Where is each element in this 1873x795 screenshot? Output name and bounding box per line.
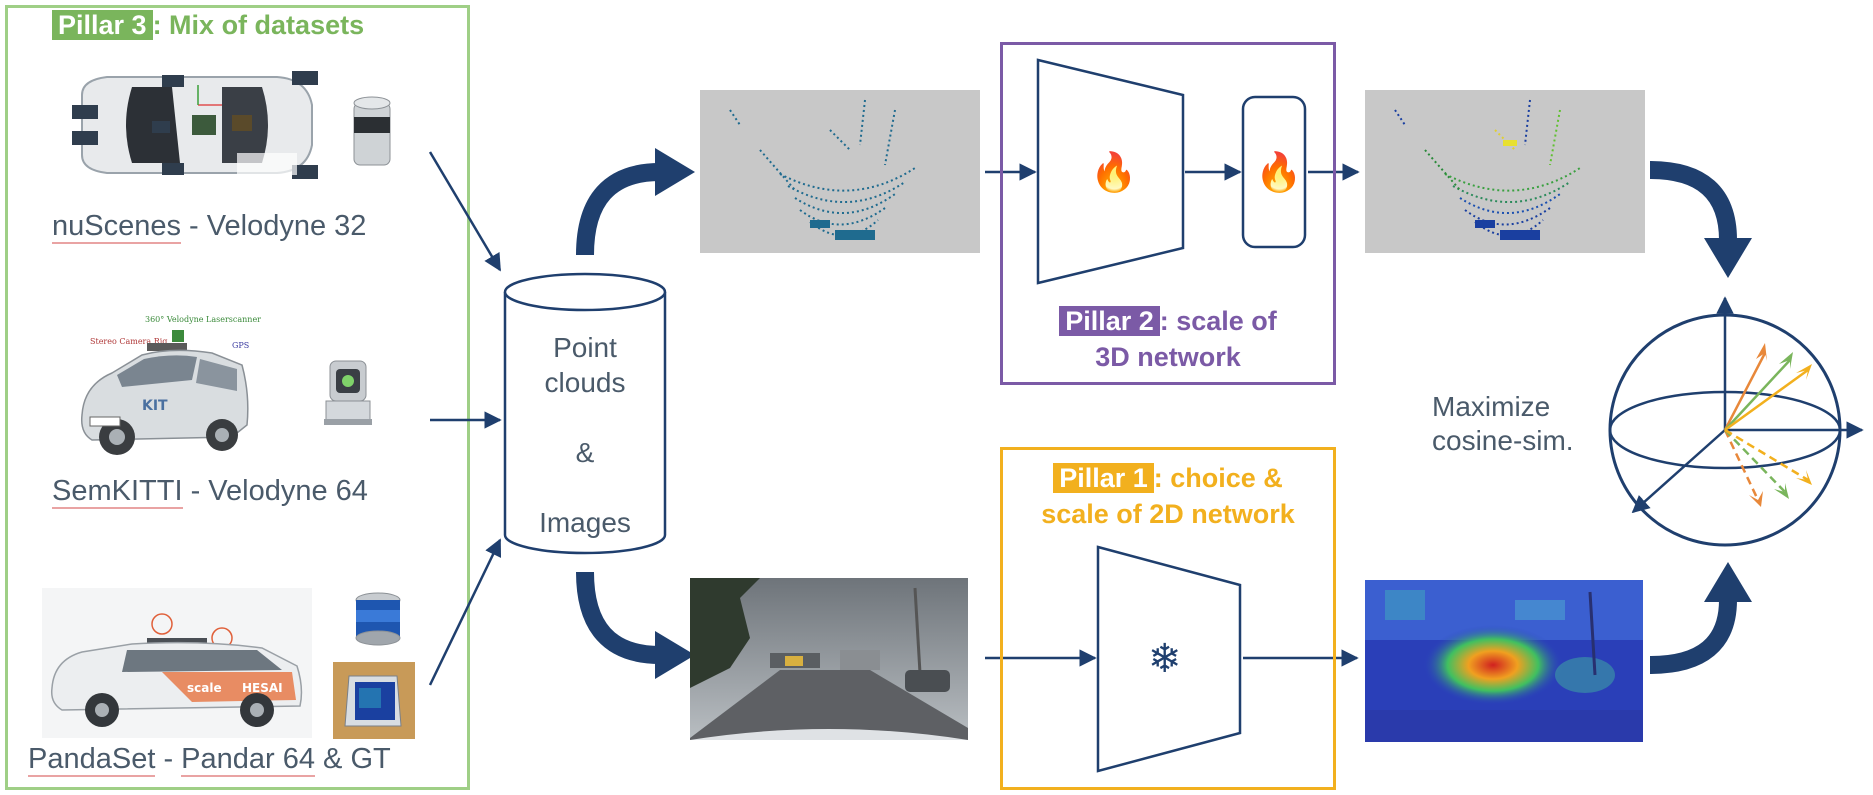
curve-arrow-to-pointcloud — [576, 163, 661, 256]
objective-label: Maximize cosine-sim. — [1432, 390, 1574, 458]
pandaset-name: PandaSet — [28, 743, 156, 777]
pillar3-tag: Pillar 3 — [52, 10, 153, 40]
svg-text:scale: scale — [187, 681, 222, 695]
curve-arrow-3d-to-sphere — [1649, 161, 1737, 241]
pillar2-tag: Pillar 2 — [1059, 306, 1160, 336]
database-cylinder — [503, 272, 667, 555]
pillar1-box — [1000, 447, 1336, 790]
semkitti-stereo-label: Stereo Camera Rig — [90, 337, 168, 346]
3d-projection-head — [1241, 95, 1307, 249]
image-features-heatmap — [1365, 580, 1643, 742]
pillar2-title: Pillar 2: scale of 3D network — [1000, 303, 1336, 375]
pillar1-text1: : choice & — [1153, 463, 1283, 493]
semkitti-gps-label: GPS — [232, 341, 250, 350]
input-point-cloud-image — [700, 90, 980, 253]
semkitti-label: SemKITTI - Velodyne 64 — [52, 475, 368, 509]
3d-encoder-flame-icon: 🔥 — [1090, 150, 1138, 194]
nuscenes-car-image — [72, 71, 318, 179]
cosine-sphere — [1608, 296, 1864, 547]
svg-text:KIT: KIT — [142, 398, 168, 414]
curve-arrow-2d-to-sphere — [1649, 599, 1737, 674]
pandar64-sensor-image — [355, 592, 401, 646]
database-line-images: Images — [539, 507, 631, 538]
pillar1-text2: scale of 2D network — [1041, 499, 1295, 529]
pandaset-sensor: Pandar 64 — [181, 743, 315, 777]
database-label: Point clouds & Images — [505, 330, 665, 540]
pillar2-text2: 3D network — [1095, 342, 1241, 372]
database-line-clouds: clouds — [544, 367, 626, 398]
pillar1-tag: Pillar 1 — [1053, 463, 1154, 493]
nuscenes-label: nuScenes - Velodyne 32 — [52, 210, 367, 244]
pillar3-title: Pillar 3: Mix of datasets — [52, 10, 364, 41]
pandaset-rest: & GT — [315, 743, 391, 775]
objective-line2: cosine-sim. — [1432, 425, 1574, 456]
pillar1-title: Pillar 1: choice & scale of 2D network — [1000, 460, 1336, 532]
arrow-pandaset-to-db — [428, 538, 502, 686]
database-line-amp: & — [575, 437, 595, 468]
pandaset-label: PandaSet - Pandar 64 & GT — [28, 743, 391, 777]
nuscenes-sensor: - Velodyne 32 — [181, 210, 367, 242]
arrow-nuscenes-to-db — [428, 151, 502, 272]
pillar2-box — [1000, 42, 1336, 385]
objective-line1: Maximize — [1432, 391, 1551, 422]
nuscenes-name: nuScenes — [52, 210, 181, 244]
pillar2-text1: : scale of — [1159, 306, 1277, 336]
point-cloud-features-image — [1365, 90, 1645, 253]
curve-arrow-to-image — [576, 571, 661, 664]
input-camera-image — [690, 578, 968, 740]
semkitti-car-image: KIT — [80, 330, 249, 455]
3d-network-encoder — [1036, 58, 1185, 285]
pillar3-box — [5, 5, 470, 790]
semkitti-lidar-label: 360° Velodyne Laserscanner — [145, 315, 261, 324]
pandaset-sep: - — [155, 743, 182, 775]
svg-text:HESAI: HESAI — [242, 681, 283, 695]
3d-head-flame-icon: 🔥 — [1255, 150, 1303, 194]
gt-sensor-image — [333, 662, 415, 739]
pandaset-car-image: scale HESAI — [42, 588, 312, 738]
semkitti-sensor: - Velodyne 64 — [182, 475, 368, 507]
pillar3-text: : Mix of datasets — [152, 10, 365, 40]
velodyne64-sensor-image — [324, 360, 372, 425]
2d-encoder-snowflake-icon: ❄ — [1148, 636, 1182, 682]
velodyne32-sensor-image — [353, 96, 391, 166]
semkitti-name: SemKITTI — [52, 475, 183, 509]
database-line-point: Point — [553, 332, 617, 363]
2d-network-encoder — [1096, 545, 1242, 773]
